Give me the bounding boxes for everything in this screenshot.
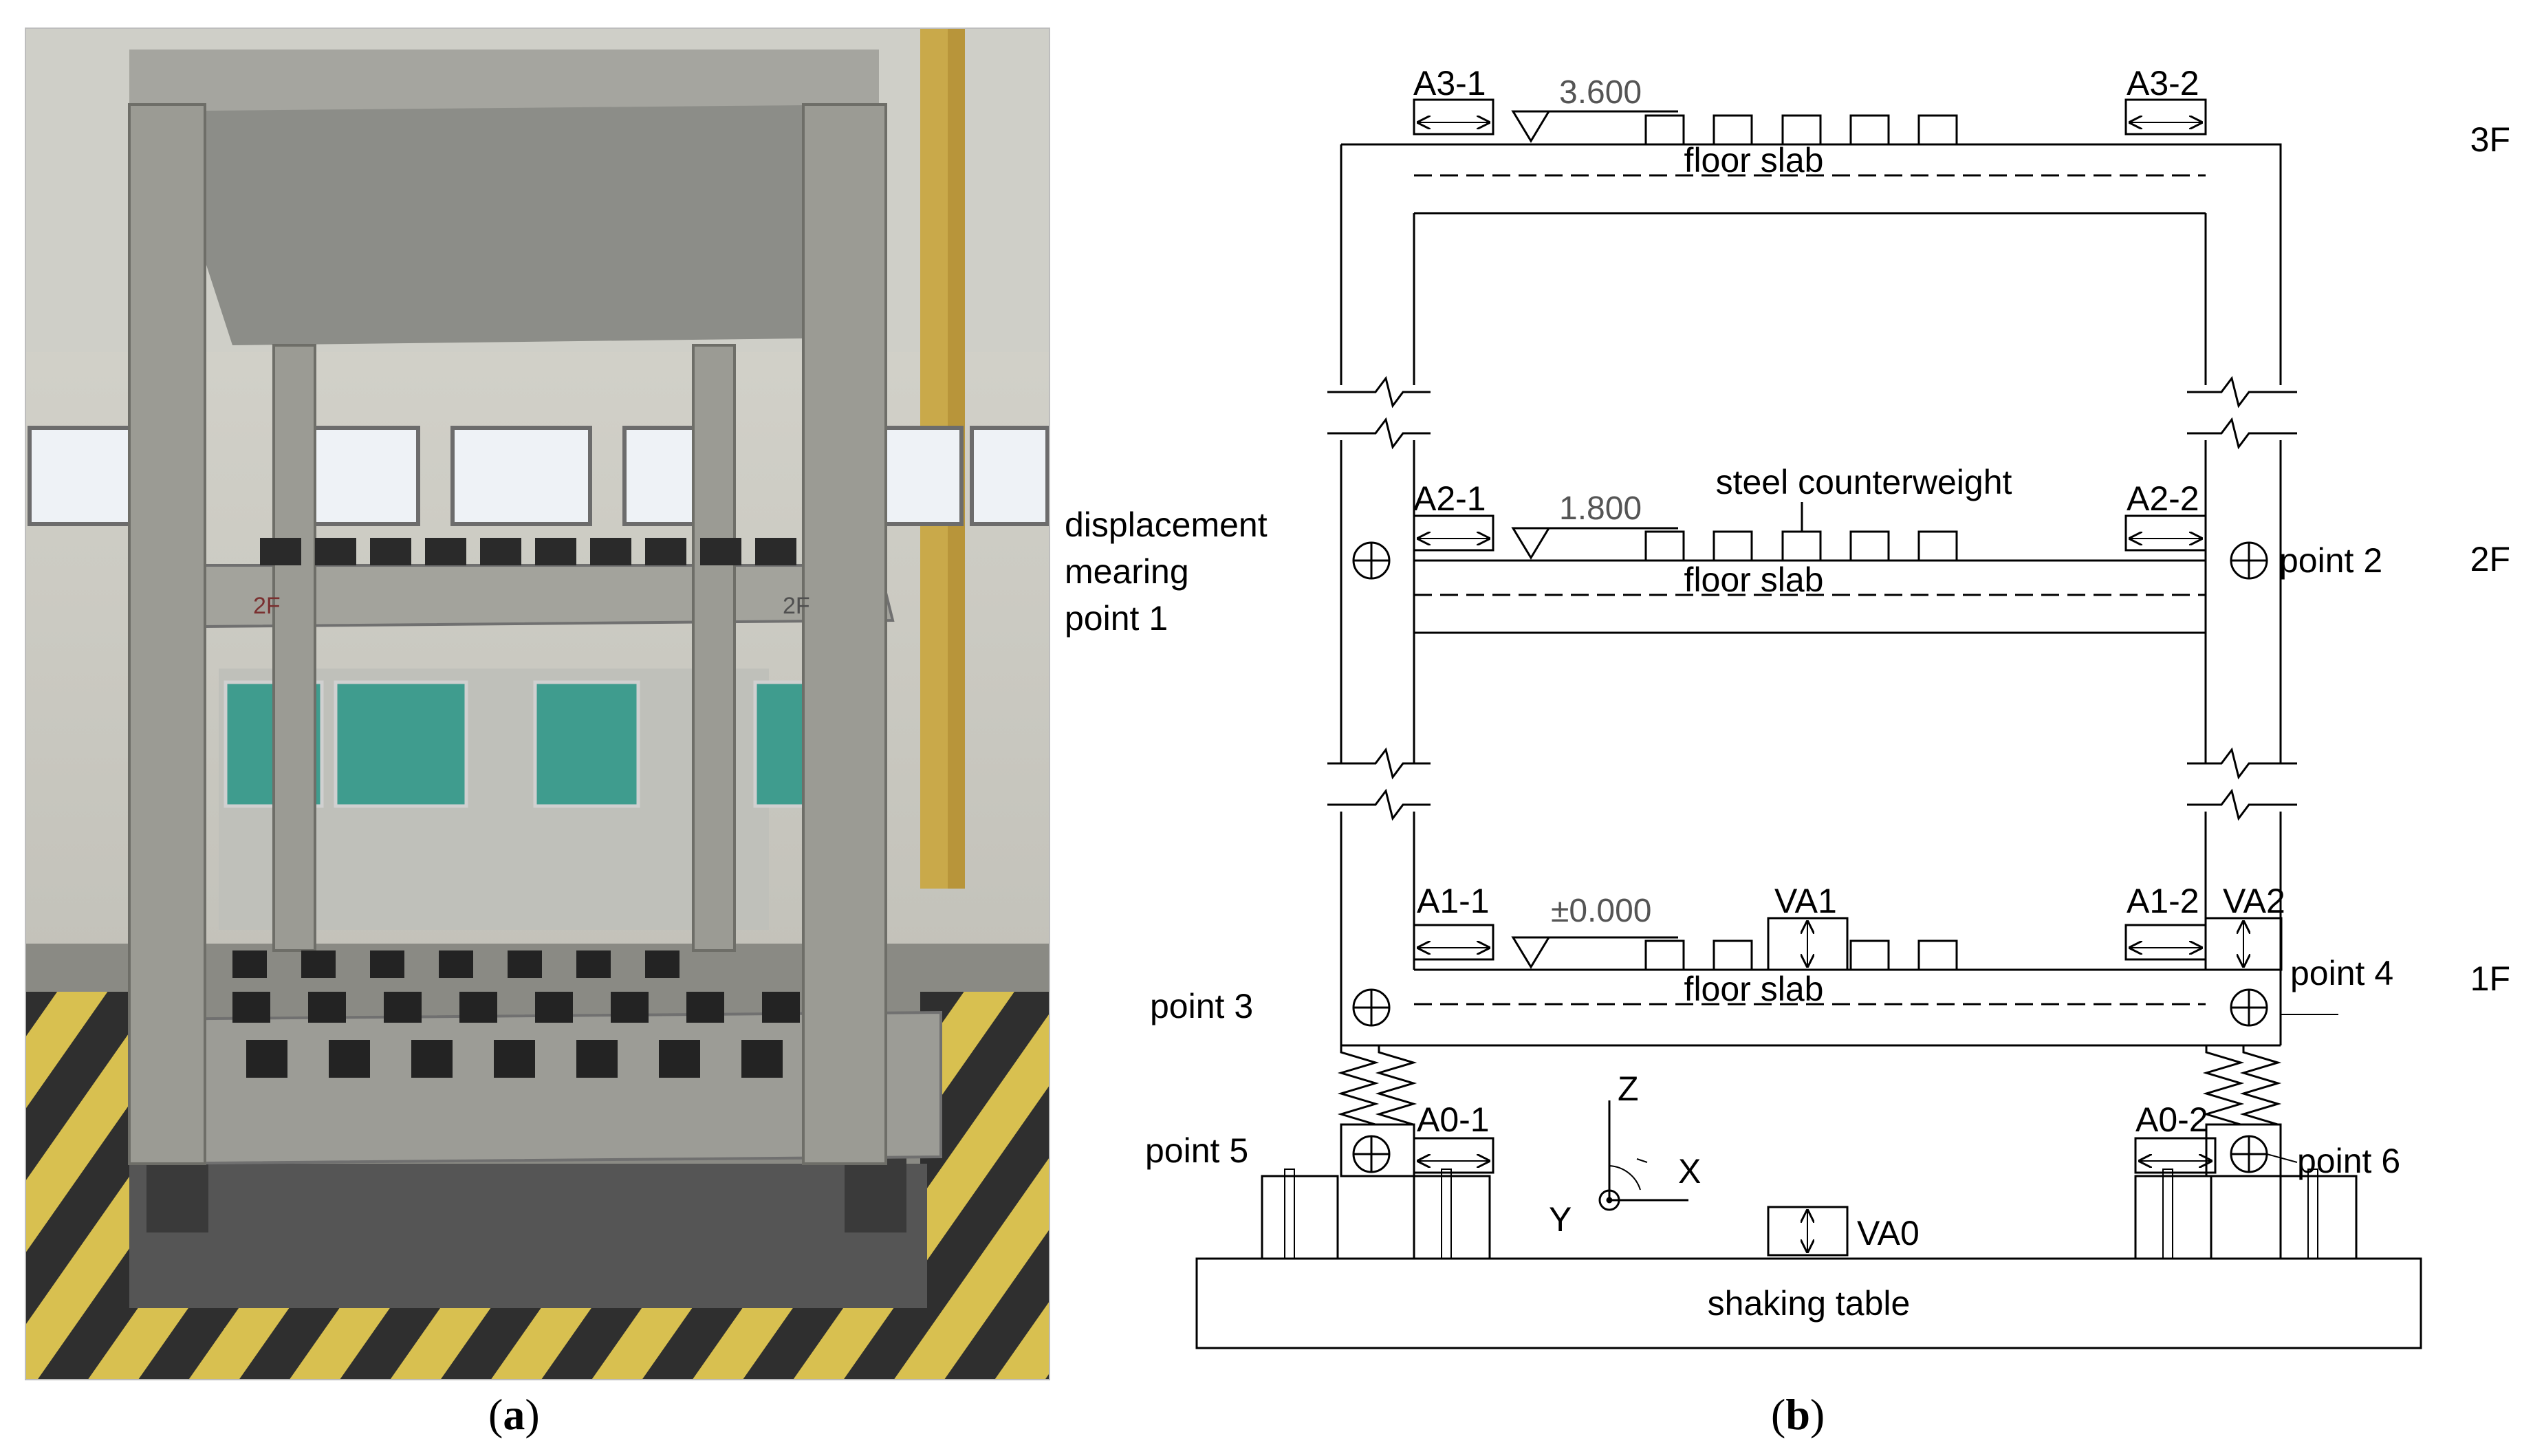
label-a1-1: A1-1 bbox=[1417, 882, 1490, 920]
photo-mark-2f-left: 2F bbox=[253, 593, 281, 619]
caption-b: (b) bbox=[1771, 1390, 1825, 1439]
coordinate-axes bbox=[1598, 1100, 1688, 1211]
displacement-point-1-line2: mearing bbox=[1065, 552, 1189, 591]
second-floor-slab-photo bbox=[128, 564, 895, 629]
displacement-point-1-line3: point 1 bbox=[1065, 599, 1168, 638]
break-mark-right-upper bbox=[2187, 376, 2297, 409]
shaking-table bbox=[1195, 1257, 2422, 1349]
anchor-blocks bbox=[1261, 1175, 2358, 1260]
floor-label-1f: 1F bbox=[2470, 959, 2510, 998]
break-mark-right-lower bbox=[2187, 747, 2297, 780]
displacement-points bbox=[1352, 541, 2268, 1173]
label-point-3: point 3 bbox=[1150, 987, 1253, 1025]
test-model-photo: 2F 2F bbox=[26, 29, 1049, 1379]
label-point-4: point 4 bbox=[2290, 954, 2393, 992]
axis-label-z: Z bbox=[1618, 1069, 1639, 1108]
break-mark-left-lower bbox=[1327, 747, 1431, 780]
caption-a: (a) bbox=[488, 1390, 540, 1439]
anchor-bolts bbox=[1284, 1169, 2318, 1259]
label-va1: VA1 bbox=[1774, 882, 1837, 920]
photo-panel-a: 2F 2F bbox=[25, 28, 1050, 1380]
isolation-springs bbox=[1337, 1045, 2282, 1126]
elevation-2f: 1.800 bbox=[1559, 490, 1642, 527]
label-va2: VA2 bbox=[2223, 882, 2285, 920]
label-a3-1: A3-1 bbox=[1413, 64, 1486, 102]
level-mark-3f bbox=[1511, 110, 1551, 143]
axis-label-y: Y bbox=[1549, 1200, 1572, 1239]
roof-slab-underside bbox=[136, 50, 879, 345]
shaking-table-photo bbox=[129, 1164, 927, 1308]
photo-mark-2f-right: 2F bbox=[783, 593, 810, 619]
slab-label-1f: floor slab bbox=[1684, 970, 1824, 1008]
level-mark-2f bbox=[1511, 527, 1551, 560]
label-point-2: point 2 bbox=[2279, 541, 2382, 580]
va2-box bbox=[2204, 917, 2283, 971]
label-point-5: point 5 bbox=[1145, 1131, 1248, 1170]
label-a3-2: A3-2 bbox=[2127, 64, 2199, 102]
drawing-panel-b: A3-1 A3-2 3.600 floor slab 3F steel coun… bbox=[1059, 0, 2544, 1456]
counterweights-3f bbox=[1644, 114, 1958, 146]
counterweights-2f bbox=[1644, 530, 1958, 562]
va0-box bbox=[1767, 1206, 1849, 1257]
counterweights-2f-photo bbox=[260, 538, 796, 565]
label-point-6: point 6 bbox=[2297, 1142, 2400, 1180]
slab-label-2f: floor slab bbox=[1684, 561, 1824, 599]
level-mark-1f bbox=[1511, 936, 1551, 969]
displacement-point-1-line1: displacement bbox=[1065, 506, 1268, 544]
floor-label-2f: 2F bbox=[2470, 540, 2510, 578]
counterweight-label: steel counterweight bbox=[1716, 463, 2012, 501]
slab-label-3f: floor slab bbox=[1684, 141, 1824, 180]
label-a0-2: A0-2 bbox=[2135, 1100, 2208, 1139]
accelerometer-boxes bbox=[1413, 98, 2217, 1174]
va1-box bbox=[1767, 917, 1849, 971]
test-setup-drawing: A3-1 A3-2 3.600 floor slab 3F steel coun… bbox=[1065, 64, 2510, 1349]
accelerometer-arrows bbox=[1418, 122, 2211, 1161]
break-mark-left-upper bbox=[1327, 376, 1431, 409]
label-a1-2: A1-2 bbox=[2127, 882, 2199, 920]
label-a2-1: A2-1 bbox=[1413, 479, 1486, 518]
hall-windows bbox=[28, 426, 1049, 526]
elevation-3f: 3.600 bbox=[1559, 74, 1642, 111]
support-left bbox=[1340, 1123, 1415, 1177]
elevation-1f: ±0.000 bbox=[1551, 893, 1651, 929]
roof-outline bbox=[1341, 143, 2282, 385]
label-a2-2: A2-2 bbox=[2127, 479, 2199, 518]
label-a0-1: A0-1 bbox=[1417, 1100, 1490, 1139]
columns-photo bbox=[128, 103, 887, 1165]
axis-label-x: X bbox=[1678, 1152, 1701, 1191]
counterweights-1f-photo bbox=[232, 950, 800, 1078]
shaking-table-label: shaking table bbox=[1708, 1284, 1911, 1323]
floor-label-3f: 3F bbox=[2470, 120, 2510, 159]
label-va0: VA0 bbox=[1857, 1214, 1920, 1252]
support-right bbox=[2205, 1123, 2282, 1177]
hazard-stripes-bottom bbox=[26, 1308, 1049, 1379]
counterweights-1f bbox=[1644, 939, 1958, 971]
